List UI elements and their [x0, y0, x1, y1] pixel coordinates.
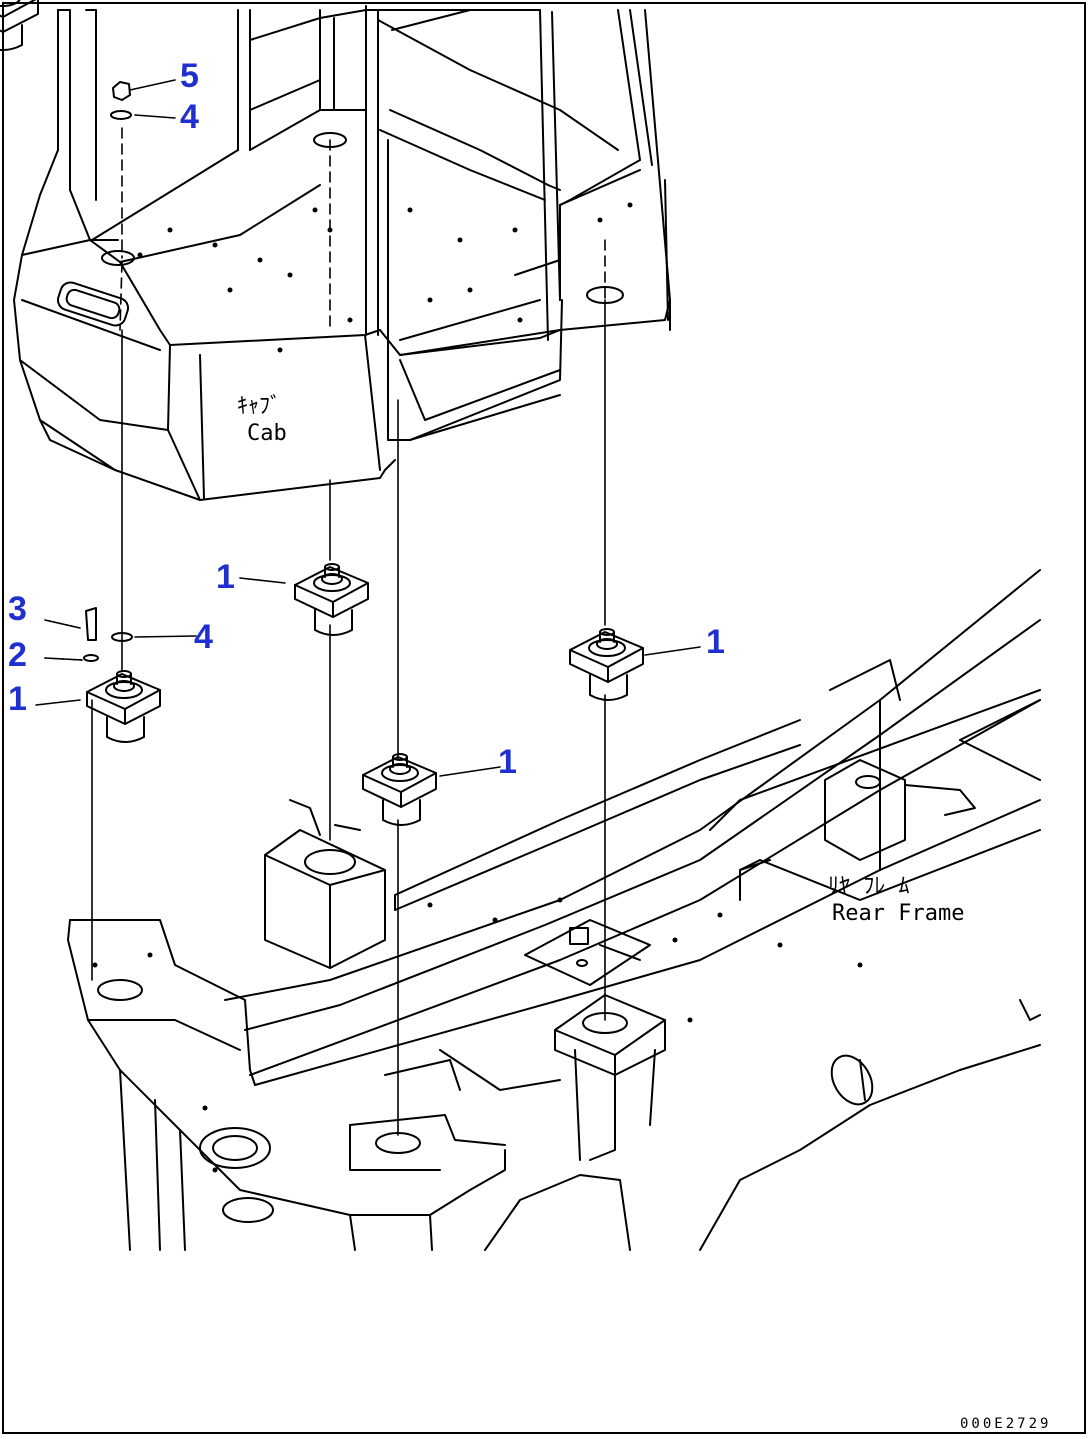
rear-frame-label-jp: ﾘﾔ ﾌﾚ ﾑ — [828, 874, 910, 899]
dashed-alignment-lines — [119, 127, 606, 331]
leader-lines — [35, 79, 701, 777]
cab-label: Cab — [247, 421, 287, 446]
rear-frame-illustration — [67, 569, 1041, 1251]
callout-2: 2 — [8, 636, 27, 674]
nut-and-washer-top — [110, 81, 132, 120]
callout-1-right: 1 — [706, 623, 725, 661]
callout-1-left: 1 — [8, 680, 27, 718]
drawing-code: 000E2729 — [960, 1416, 1051, 1432]
callout-4-left: 4 — [194, 618, 213, 656]
rear-frame-label: Rear Frame — [832, 901, 964, 926]
bolt-and-washers-left — [83, 607, 133, 662]
solid-alignment-lines — [91, 299, 606, 1136]
mount-unit — [0, 0, 39, 51]
callout-1-front: 1 — [498, 743, 517, 781]
cab-label-jp: ｷｬﾌﾞ — [237, 394, 281, 419]
callout-3: 3 — [8, 590, 27, 628]
callout-4-top: 4 — [180, 98, 199, 136]
callout-1-center: 1 — [216, 558, 235, 596]
cab-illustration — [13, 5, 671, 501]
callout-5: 5 — [180, 57, 199, 95]
